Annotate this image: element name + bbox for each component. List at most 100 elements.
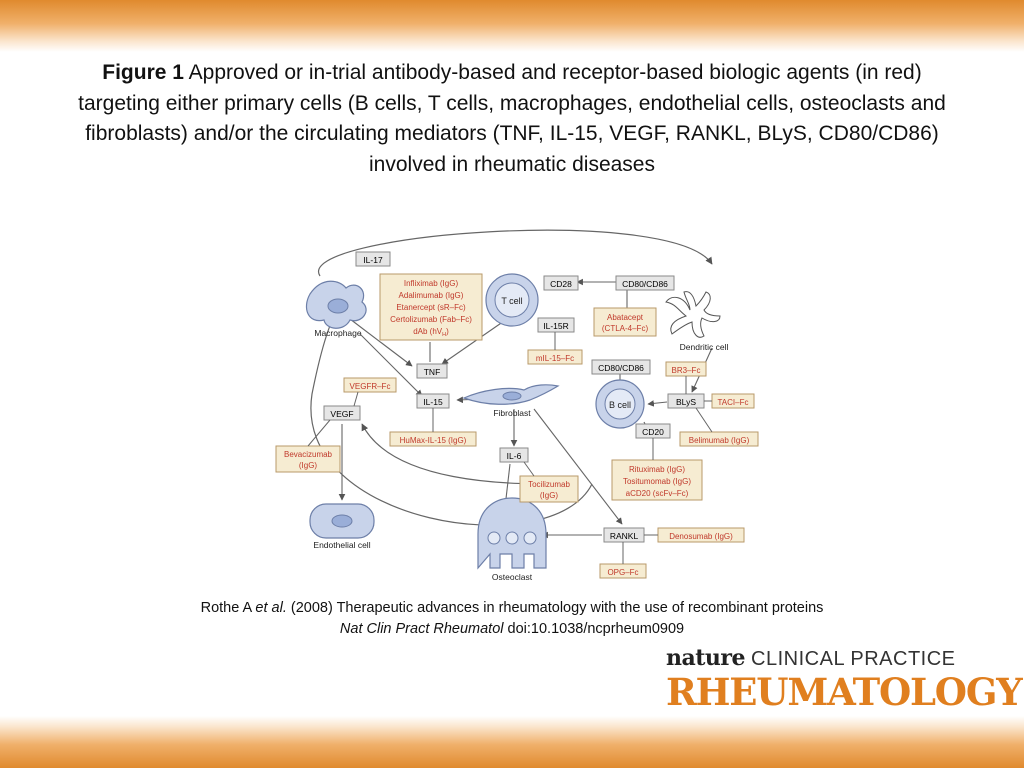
osteoclast-label: Osteoclast xyxy=(492,572,533,582)
denosumab-box: Denosumab (IgG) xyxy=(657,527,745,543)
tocilizumab-line-1: (IgG) xyxy=(540,491,559,500)
mil15fc-label: mIL-15–Fc xyxy=(536,354,574,363)
rankl-label: RANKL xyxy=(610,531,639,541)
humax-box: HuMax-IL-15 (IgG) xyxy=(389,431,477,447)
il17-label: IL-17 xyxy=(363,255,383,265)
tnf-label: TNF xyxy=(424,367,441,377)
logo-nature-word: nature xyxy=(666,645,746,671)
humax-label: HuMax-IL-15 (IgG) xyxy=(400,436,467,445)
osteoclast-cell: Osteoclast xyxy=(477,497,547,582)
tocilizumab-box: Tocilizumab (IgG) xyxy=(519,475,579,503)
endothelial-cell: Endothelial cell xyxy=(309,503,375,550)
inhib-vegfrfc xyxy=(353,391,359,407)
tnf-agent-1: Adalimumab (IgG) xyxy=(399,291,464,300)
il15r-box: IL-15R xyxy=(537,317,575,333)
fibroblast-label: Fibroblast xyxy=(493,408,531,418)
t-cell: T cell xyxy=(485,273,539,327)
journal-logo-rheumatology: RHEUMATOLOGY xyxy=(666,670,1023,714)
il15-box: IL-15 xyxy=(416,393,450,409)
cd20-box: CD20 xyxy=(635,423,671,439)
vegf-label: VEGF xyxy=(330,409,353,419)
opgfc-box: OPG–Fc xyxy=(599,563,647,579)
tnf-agent-4: dAb (hVH) xyxy=(413,327,449,338)
opgfc-label: OPG–Fc xyxy=(607,568,638,577)
rankl-box: RANKL xyxy=(603,527,645,543)
macrophage-label: Macrophage xyxy=(314,328,362,338)
cd80-cd86-top-box: CD80/CD86 xyxy=(615,275,675,291)
il15r-label: IL-15R xyxy=(543,321,569,331)
pathway-svg: Macrophage T cell Dendritic cell B cell … xyxy=(275,229,759,582)
line-tcell-tnf xyxy=(441,318,508,365)
cd20-agents-box: Rituximab (IgG) Tositumomab (IgG) aCD20 … xyxy=(611,459,703,501)
endothelial-cell-label: Endothelial cell xyxy=(313,540,370,550)
abatacept-line-1: (CTLA-4–Fc) xyxy=(602,324,649,333)
pathway-diagram: Macrophage T cell Dendritic cell B cell … xyxy=(272,224,772,586)
caption-text: Approved or in-trial antibody-based and … xyxy=(78,61,946,176)
citation-title: (2008) Therapeutic advances in rheumatol… xyxy=(286,600,824,616)
citation-etal: et al. xyxy=(255,600,287,616)
b-cell-label: B cell xyxy=(609,400,631,410)
cd80-cd86-top-label: CD80/CD86 xyxy=(622,279,668,289)
tacifc-box: TACI–Fc xyxy=(711,393,755,409)
vegfrfc-box: VEGFR–Fc xyxy=(343,377,397,393)
belimumab-label: Belimumab (IgG) xyxy=(689,436,750,445)
citation: Rothe A et al. (2008) Therapeutic advanc… xyxy=(60,598,964,640)
bevacizumab-line-1: (IgG) xyxy=(299,461,318,470)
blys-label: BLyS xyxy=(676,397,696,407)
br3fc-box: BR3–Fc xyxy=(665,361,707,377)
logo-clinical-practice: CLINICAL PRACTICE xyxy=(745,648,956,670)
citation-journal: Nat Clin Pract Rheumatol xyxy=(339,621,504,637)
cd28-label: CD28 xyxy=(550,279,572,289)
top-orange-band xyxy=(0,0,1024,52)
citation-doi: doi:10.1038/ncprheum0909 xyxy=(503,621,685,637)
line-macro-il15 xyxy=(359,333,423,397)
bevacizumab-line-0: Bevacizumab xyxy=(284,450,333,459)
mil15fc-box: mIL-15–Fc xyxy=(527,349,583,365)
journal-logo-top: nature CLINICAL PRACTICE xyxy=(666,645,996,671)
cd80-cd86-mid-box: CD80/CD86 xyxy=(591,359,651,375)
citation-authors: Rothe A xyxy=(200,600,256,616)
il6-box: IL-6 xyxy=(499,447,529,463)
macrophage-cell: Macrophage xyxy=(305,280,367,338)
figure-caption: Figure 1 Approved or in-trial antibody-b… xyxy=(60,58,964,180)
citation-line-1: Rothe A et al. (2008) Therapeutic advanc… xyxy=(60,598,964,619)
tnf-agent-4-suffix: ) xyxy=(446,327,449,336)
bottom-orange-band xyxy=(0,716,1024,768)
line-fibro-rankl xyxy=(533,408,623,525)
tnf-agent-2: Etanercept (sR–Fc) xyxy=(396,303,466,312)
cd20-agent-1: Tositumomab (IgG) xyxy=(623,477,691,486)
il17-box: IL-17 xyxy=(355,251,391,267)
bevacizumab-box: Bevacizumab (IgG) xyxy=(275,445,341,473)
denosumab-label: Denosumab (IgG) xyxy=(669,532,733,541)
vegf-box: VEGF xyxy=(323,405,361,421)
fibroblast-cell: Fibroblast xyxy=(462,384,560,418)
abatacept-box: Abatacept (CTLA-4–Fc) xyxy=(593,307,657,337)
curve-il17-loop xyxy=(318,229,713,277)
tnf-agent-4-main: dAb (hV xyxy=(413,327,443,336)
tnf-agents-box: Infliximab (IgG) Adalimumab (IgG) Etaner… xyxy=(379,273,483,341)
cd20-agent-0: Rituximab (IgG) xyxy=(629,465,685,474)
belimumab-box: Belimumab (IgG) xyxy=(679,431,759,447)
tnf-agent-0: Infliximab (IgG) xyxy=(404,279,459,288)
dendritic-cell: Dendritic cell xyxy=(665,291,728,352)
vegfrfc-label: VEGFR–Fc xyxy=(350,382,391,391)
il6-label: IL-6 xyxy=(507,451,522,461)
br3fc-label: BR3–Fc xyxy=(672,366,701,375)
line-blys-bcell xyxy=(647,400,668,407)
blys-box: BLyS xyxy=(667,393,705,409)
citation-line-2: Nat Clin Pract Rheumatol doi:10.1038/ncp… xyxy=(60,619,964,640)
tnf-agent-3: Certolizumab (Fab–Fc) xyxy=(390,315,472,324)
inhib-belimumab xyxy=(695,407,713,433)
cd20-agent-2: aCD20 (scFv–Fc) xyxy=(626,489,689,498)
tnf-agent-4-sub: H xyxy=(442,332,446,338)
t-cell-label: T cell xyxy=(501,296,522,306)
cd20-label: CD20 xyxy=(642,427,664,437)
tacifc-label: TACI–Fc xyxy=(718,398,749,407)
inhib-bevacizumab xyxy=(307,419,331,447)
tnf-box: TNF xyxy=(416,363,448,379)
inhib-tocilizumab xyxy=(523,461,535,477)
line-macro-tnf xyxy=(349,318,413,367)
cd80-cd86-mid-label: CD80/CD86 xyxy=(598,363,644,373)
abatacept-line-0: Abatacept xyxy=(607,313,644,322)
caption-label: Figure 1 xyxy=(102,61,184,84)
